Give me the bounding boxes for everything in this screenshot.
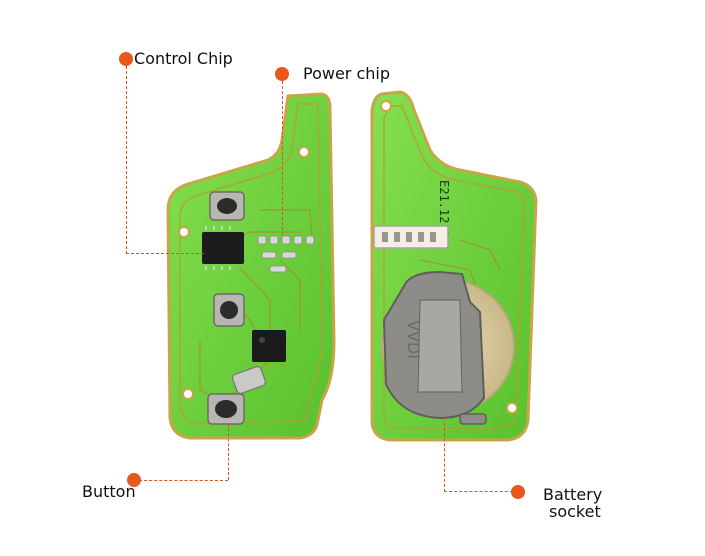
button-callout-dot: [127, 473, 141, 487]
battery-socket-callout-dot: [511, 485, 525, 499]
power-chip-label: Power chip: [303, 64, 390, 83]
power-chip-leader: [282, 81, 283, 235]
battery-socket-label-line2: socket: [549, 502, 601, 521]
tactile-button-middle: [213, 293, 245, 327]
control-chip-label: Control Chip: [134, 49, 233, 68]
left-pcb-traces: [199, 209, 313, 401]
control-chip-leader-vertical: [126, 66, 127, 254]
battery-socket-component: [381, 270, 515, 425]
right-pcb-outline-trace: [383, 105, 525, 429]
battery-socket-label-line1: Battery: [543, 485, 603, 504]
control-chip-leader-horizontal: [126, 253, 204, 254]
rf-chip-component: [252, 330, 286, 362]
power-chip-callout-dot: [275, 67, 289, 81]
tactile-button-bottom: [207, 393, 245, 425]
socket-marking: VVDI: [404, 320, 423, 359]
control-chip-callout-dot: [119, 52, 133, 66]
board-connector: [373, 225, 449, 249]
control-chip-component: [202, 226, 244, 270]
button-label: Button: [82, 482, 136, 501]
tactile-button-top: [209, 191, 245, 221]
power-chip-pads: [257, 235, 315, 273]
left-pcb-mount-holes: [178, 146, 310, 400]
crystal-component: [232, 365, 266, 395]
button-leader-vertical: [228, 424, 229, 480]
battery-socket-leader-horizontal: [444, 491, 518, 492]
right-pcb-mount-holes: [380, 100, 518, 414]
left-pcb-outline-trace: [179, 103, 323, 425]
battery-socket-leader-vertical: [444, 418, 445, 492]
button-leader-horizontal: [134, 480, 228, 481]
left-pcb-board: [166, 92, 336, 440]
